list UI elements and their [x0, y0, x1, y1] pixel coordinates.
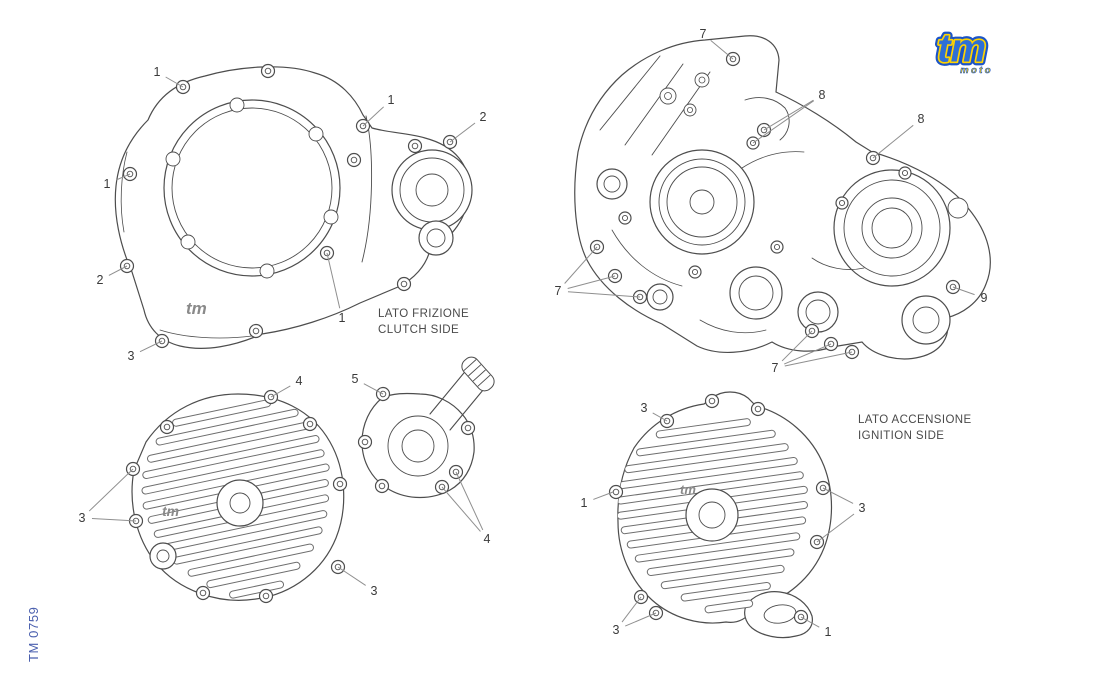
callout-number-5: 5	[351, 372, 359, 386]
leader-line	[564, 246, 598, 284]
leader-line	[108, 265, 128, 276]
callout-number-8: 8	[917, 112, 925, 126]
callout-number-7: 7	[699, 27, 707, 41]
callout-number-9: 9	[980, 291, 988, 305]
leader-line	[710, 40, 734, 60]
callout-number-3: 3	[127, 349, 135, 363]
document-code: TM 0759	[26, 606, 41, 662]
ignition-side-label-en: IGNITION SIDE	[858, 430, 945, 442]
leader-line	[115, 173, 131, 181]
leader-line	[822, 487, 854, 504]
callout-number-3: 3	[640, 401, 648, 415]
moto-logo-text: moto	[960, 65, 993, 76]
callout-number-4: 4	[483, 532, 491, 546]
tm-moto-logo: tm tm moto	[933, 23, 993, 77]
leader-line	[449, 122, 476, 143]
leader-line	[952, 286, 975, 296]
water-pump-cover-drawing	[357, 356, 495, 499]
engraved-tm-logo: tm	[162, 503, 179, 519]
leader-line	[752, 100, 815, 144]
callout-number-3: 3	[370, 584, 378, 598]
crankcase-assembly-drawing	[574, 35, 991, 360]
leader-line	[362, 106, 385, 127]
callout-number-1: 1	[824, 625, 832, 639]
leader-line	[91, 518, 137, 522]
callout-number-1: 1	[153, 65, 161, 79]
leader-line	[363, 383, 384, 395]
callout-number-2: 2	[479, 110, 487, 124]
leader-line	[593, 491, 614, 500]
callout-number-4: 4	[295, 374, 303, 388]
leader-line	[652, 412, 668, 422]
callout-number-8: 8	[818, 88, 826, 102]
leader-line	[567, 275, 616, 289]
clutch-outer-cover-drawing: tm	[125, 389, 348, 604]
callout-number-1: 1	[103, 177, 111, 191]
engraved-tm-logo: tm	[680, 482, 696, 497]
clutch-side-label: LATO FRIZIONE CLUTCH SIDE	[378, 306, 469, 338]
callout-number-3: 3	[78, 511, 86, 525]
callout-number-1: 1	[338, 311, 346, 325]
callout-number-1: 1	[580, 496, 588, 510]
tm-logo-text: tm	[937, 27, 986, 71]
callout-number-1: 1	[387, 93, 395, 107]
leader-line	[337, 566, 366, 586]
ignition-side-label: LATO ACCENSIONE IGNITION SIDE	[858, 412, 972, 444]
callout-number-7: 7	[554, 284, 562, 298]
leader-line	[88, 468, 134, 512]
ignition-cover-drawing: tm	[608, 391, 833, 639]
leader-line	[816, 513, 855, 543]
leader-line	[326, 252, 341, 309]
clutch-side-label-en: CLUTCH SIDE	[378, 324, 460, 336]
leader-line	[567, 291, 641, 298]
leader-line	[800, 616, 820, 628]
tm-logo-outline: tm	[937, 27, 986, 71]
leader-line	[783, 343, 832, 365]
leader-line	[625, 612, 657, 627]
leader-line	[165, 76, 184, 88]
leader-line	[621, 596, 642, 623]
leader-line	[763, 99, 814, 131]
callout-number-3: 3	[612, 623, 620, 637]
leader-line	[139, 340, 163, 353]
callout-number-3: 3	[858, 501, 866, 515]
callout-number-7: 7	[771, 361, 779, 375]
ignition-side-label-it: LATO ACCENSIONE	[858, 414, 972, 426]
leader-line	[872, 124, 914, 159]
engraved-tm-logo: tm	[186, 299, 207, 318]
clutch-side-label-it: LATO FRIZIONE	[378, 308, 470, 320]
leader-line	[784, 351, 853, 367]
leader-line	[781, 330, 813, 362]
leader-line	[270, 385, 291, 398]
callout-number-2: 2	[96, 273, 104, 287]
clutch-side-cover-drawing: tm	[114, 63, 473, 349]
leader-line	[441, 486, 481, 532]
leader-line	[455, 471, 484, 531]
